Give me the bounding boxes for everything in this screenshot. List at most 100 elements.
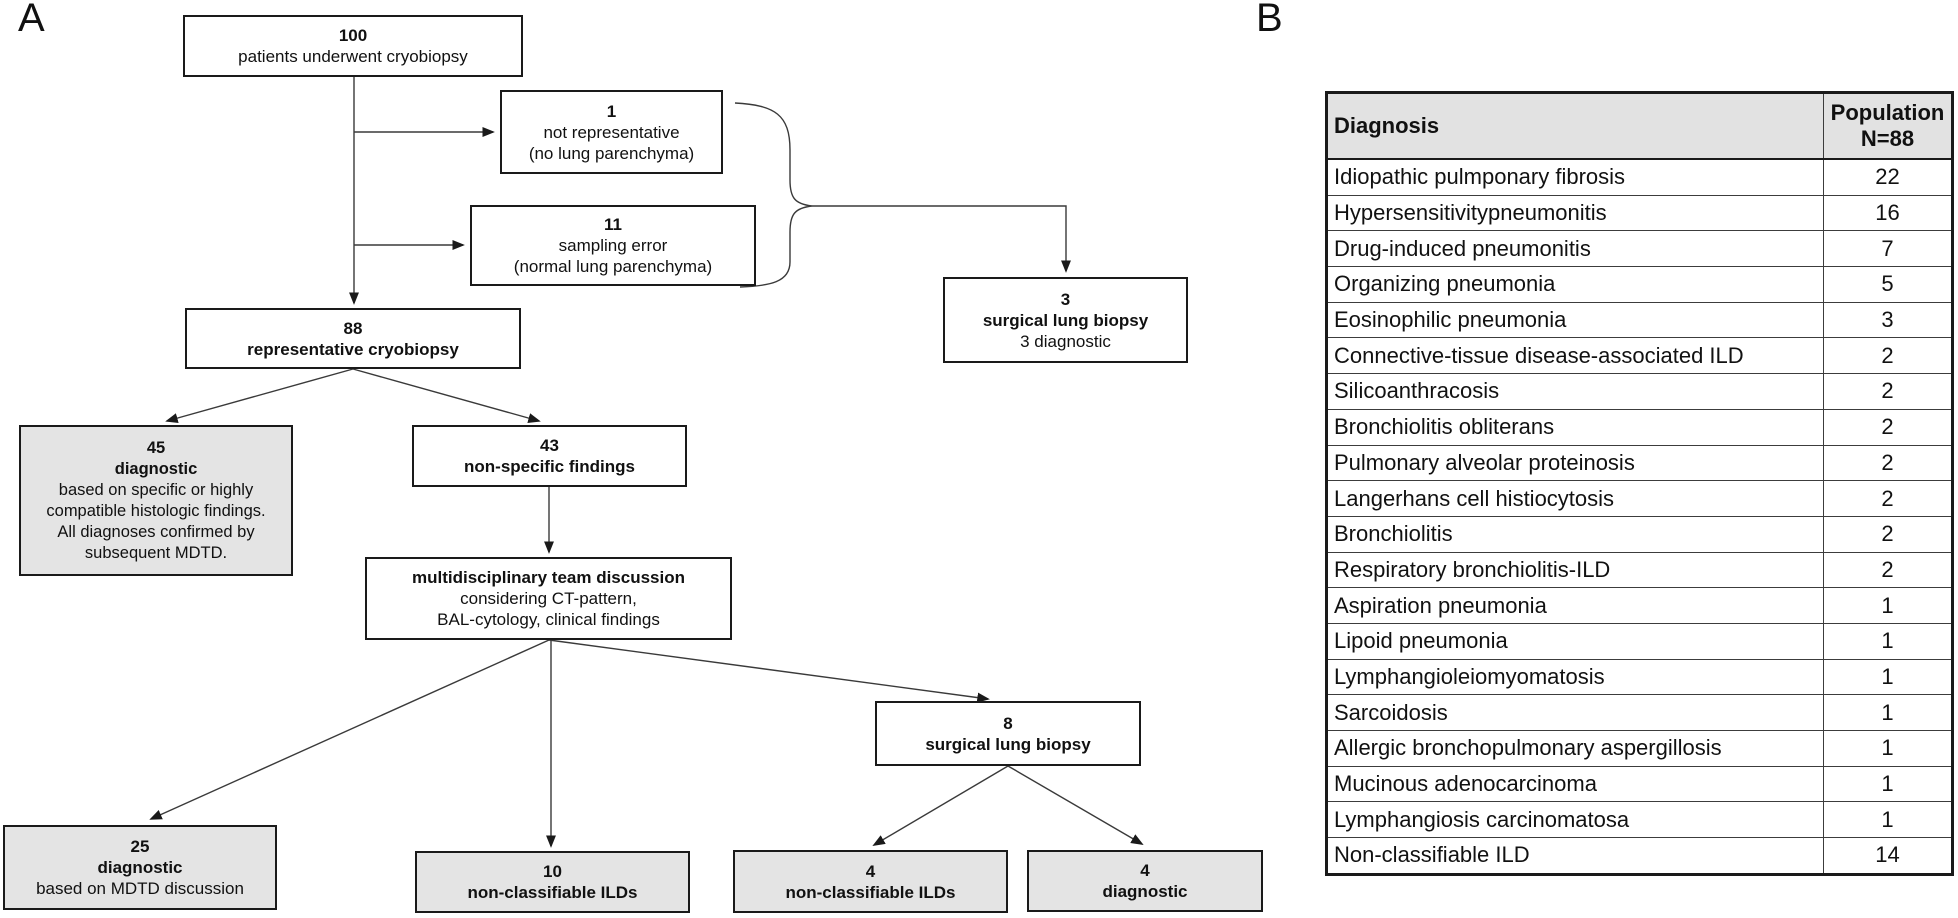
flowchart-box-diagnostic-45: 45 diagnostic based on specific or highl… — [19, 425, 293, 576]
box-text: All diagnoses confirmed by — [57, 522, 255, 541]
box-count: 8 — [1003, 713, 1013, 733]
diagnosis-cell: Organizing pneumonia — [1326, 266, 1824, 303]
diagnosis-cell: Lipoid pneumonia — [1326, 622, 1824, 660]
diagnosis-cell: Lymphangiosis carcinomatosa — [1326, 801, 1824, 839]
box-text: patients underwent cryobiopsy — [238, 47, 468, 66]
box-title: non-classifiable ILDs — [467, 883, 638, 902]
box-count: 25 — [130, 837, 150, 856]
population-cell: 1 — [1823, 622, 1953, 660]
box-text: (normal lung parenchyma) — [513, 257, 713, 276]
arrow-mdtd-to-surgical8 — [548, 639, 990, 703]
arrow-mdtd-to-diagnostic25 — [149, 639, 550, 820]
box-count: 100 — [338, 26, 368, 45]
box-count: 43 — [540, 436, 559, 455]
population-cell: 2 — [1823, 337, 1953, 375]
population-cell: 2 — [1823, 551, 1953, 589]
box-title: multidisciplinary team discussion — [411, 568, 686, 587]
population-cell: 2 — [1823, 408, 1953, 446]
diagnosis-cell: Aspiration pneumonia — [1326, 587, 1824, 624]
diagnosis-cell: Respiratory bronchiolitis-ILD — [1326, 551, 1824, 589]
arrow-to-nonspecific43 — [352, 368, 541, 423]
box-text: based on specific or highly — [58, 480, 254, 499]
box-text: sampling error — [558, 236, 668, 255]
population-cell: 1 — [1823, 765, 1953, 803]
population-header-line1: Population — [1830, 100, 1945, 125]
population-cell: 2 — [1823, 444, 1953, 482]
flowchart-box-sampling-error: 11 sampling error (normal lung parenchym… — [470, 205, 756, 286]
box-title: diagnostic — [97, 858, 183, 877]
box-title: non-specific findings — [464, 457, 635, 476]
diagnosis-cell: Idiopathic pulmponary fibrosis — [1326, 158, 1824, 196]
population-column-header: Population N=88 — [1823, 92, 1953, 160]
box-count: 3 — [1060, 289, 1071, 309]
flowchart-box-nonclassifiable-10: 10 non-classifiable ILDs — [415, 851, 690, 913]
flowchart-box-surgical-biopsy-8: 8 surgical lung biopsy — [875, 701, 1141, 766]
diagnosis-cell: Mucinous adenocarcinoma — [1326, 765, 1824, 803]
diagnosis-cell: Pulmonary alveolar proteinosis — [1326, 444, 1824, 482]
header-row: Diagnosis Population N=88 — [1326, 92, 1953, 160]
population-cell: 2 — [1823, 480, 1953, 517]
diagnosis-cell: Lymphangioleiomyomatosis — [1326, 658, 1824, 696]
line-brace-to-surgical3 — [812, 205, 1072, 273]
population-header-line2: N=88 — [1860, 126, 1915, 151]
diagnosis-table-container: Diagnosis Population N=88 Idiopathic pul… — [1325, 91, 1954, 876]
diagnosis-cell: Non-classifiable ILD — [1326, 837, 1824, 875]
flowchart-box-patients: 100 patients underwent cryobiopsy — [183, 15, 523, 77]
panel-b-label: B — [1256, 0, 1283, 40]
box-count: 11 — [604, 215, 622, 234]
population-cell: 1 — [1823, 730, 1953, 767]
box-title: representative cryobiopsy — [247, 339, 459, 359]
box-count: 10 — [543, 862, 562, 881]
population-cell: 7 — [1823, 230, 1953, 268]
population-cell: 14 — [1823, 837, 1953, 875]
diagnosis-cell: Sarcoidosis — [1326, 694, 1824, 731]
box-text: considering CT-pattern, — [460, 589, 637, 608]
flowchart-box-nonspecific-43: 43 non-specific findings — [412, 425, 687, 487]
box-count: 4 — [1140, 861, 1150, 880]
diagnosis-cell: Bronchiolitis — [1326, 515, 1824, 553]
box-text: not representative — [543, 122, 680, 142]
box-count: 4 — [865, 861, 876, 881]
flowchart-box-nonclassifiable-4: 4 non-classifiable ILDs — [733, 850, 1008, 913]
arrow-to-diagnostic45 — [165, 368, 354, 423]
box-title: surgical lung biopsy — [982, 310, 1149, 330]
diagnosis-cell: Connective-tissue disease-associated ILD — [1326, 337, 1824, 375]
diagnosis-cell: Silicoanthracosis — [1326, 373, 1824, 410]
box-count: 45 — [146, 438, 166, 457]
population-cell: 2 — [1823, 373, 1953, 410]
flowchart-box-representative: 88 representative cryobiopsy — [185, 308, 521, 369]
diagnosis-cell: Allergic bronchopulmonary aspergillosis — [1326, 730, 1824, 767]
box-title: surgical lung biopsy — [925, 734, 1091, 754]
population-cell: 1 — [1823, 801, 1953, 839]
flowchart-box-diagnostic-4: 4 diagnostic — [1027, 850, 1263, 912]
box-count: 88 — [343, 318, 363, 338]
population-cell: 1 — [1823, 694, 1953, 731]
arrow-8-to-nonclassifiable4 — [872, 765, 1009, 846]
population-cell: 5 — [1823, 266, 1953, 303]
box-text: based on MDTD discussion — [36, 879, 244, 898]
box-text: (no lung parenchyma) — [528, 143, 695, 163]
population-cell: 1 — [1823, 587, 1953, 624]
population-cell: 2 — [1823, 515, 1953, 553]
diagnosis-cell: Hypersensitivitypneumonitis — [1326, 194, 1824, 232]
box-title: diagnostic — [1102, 882, 1188, 901]
